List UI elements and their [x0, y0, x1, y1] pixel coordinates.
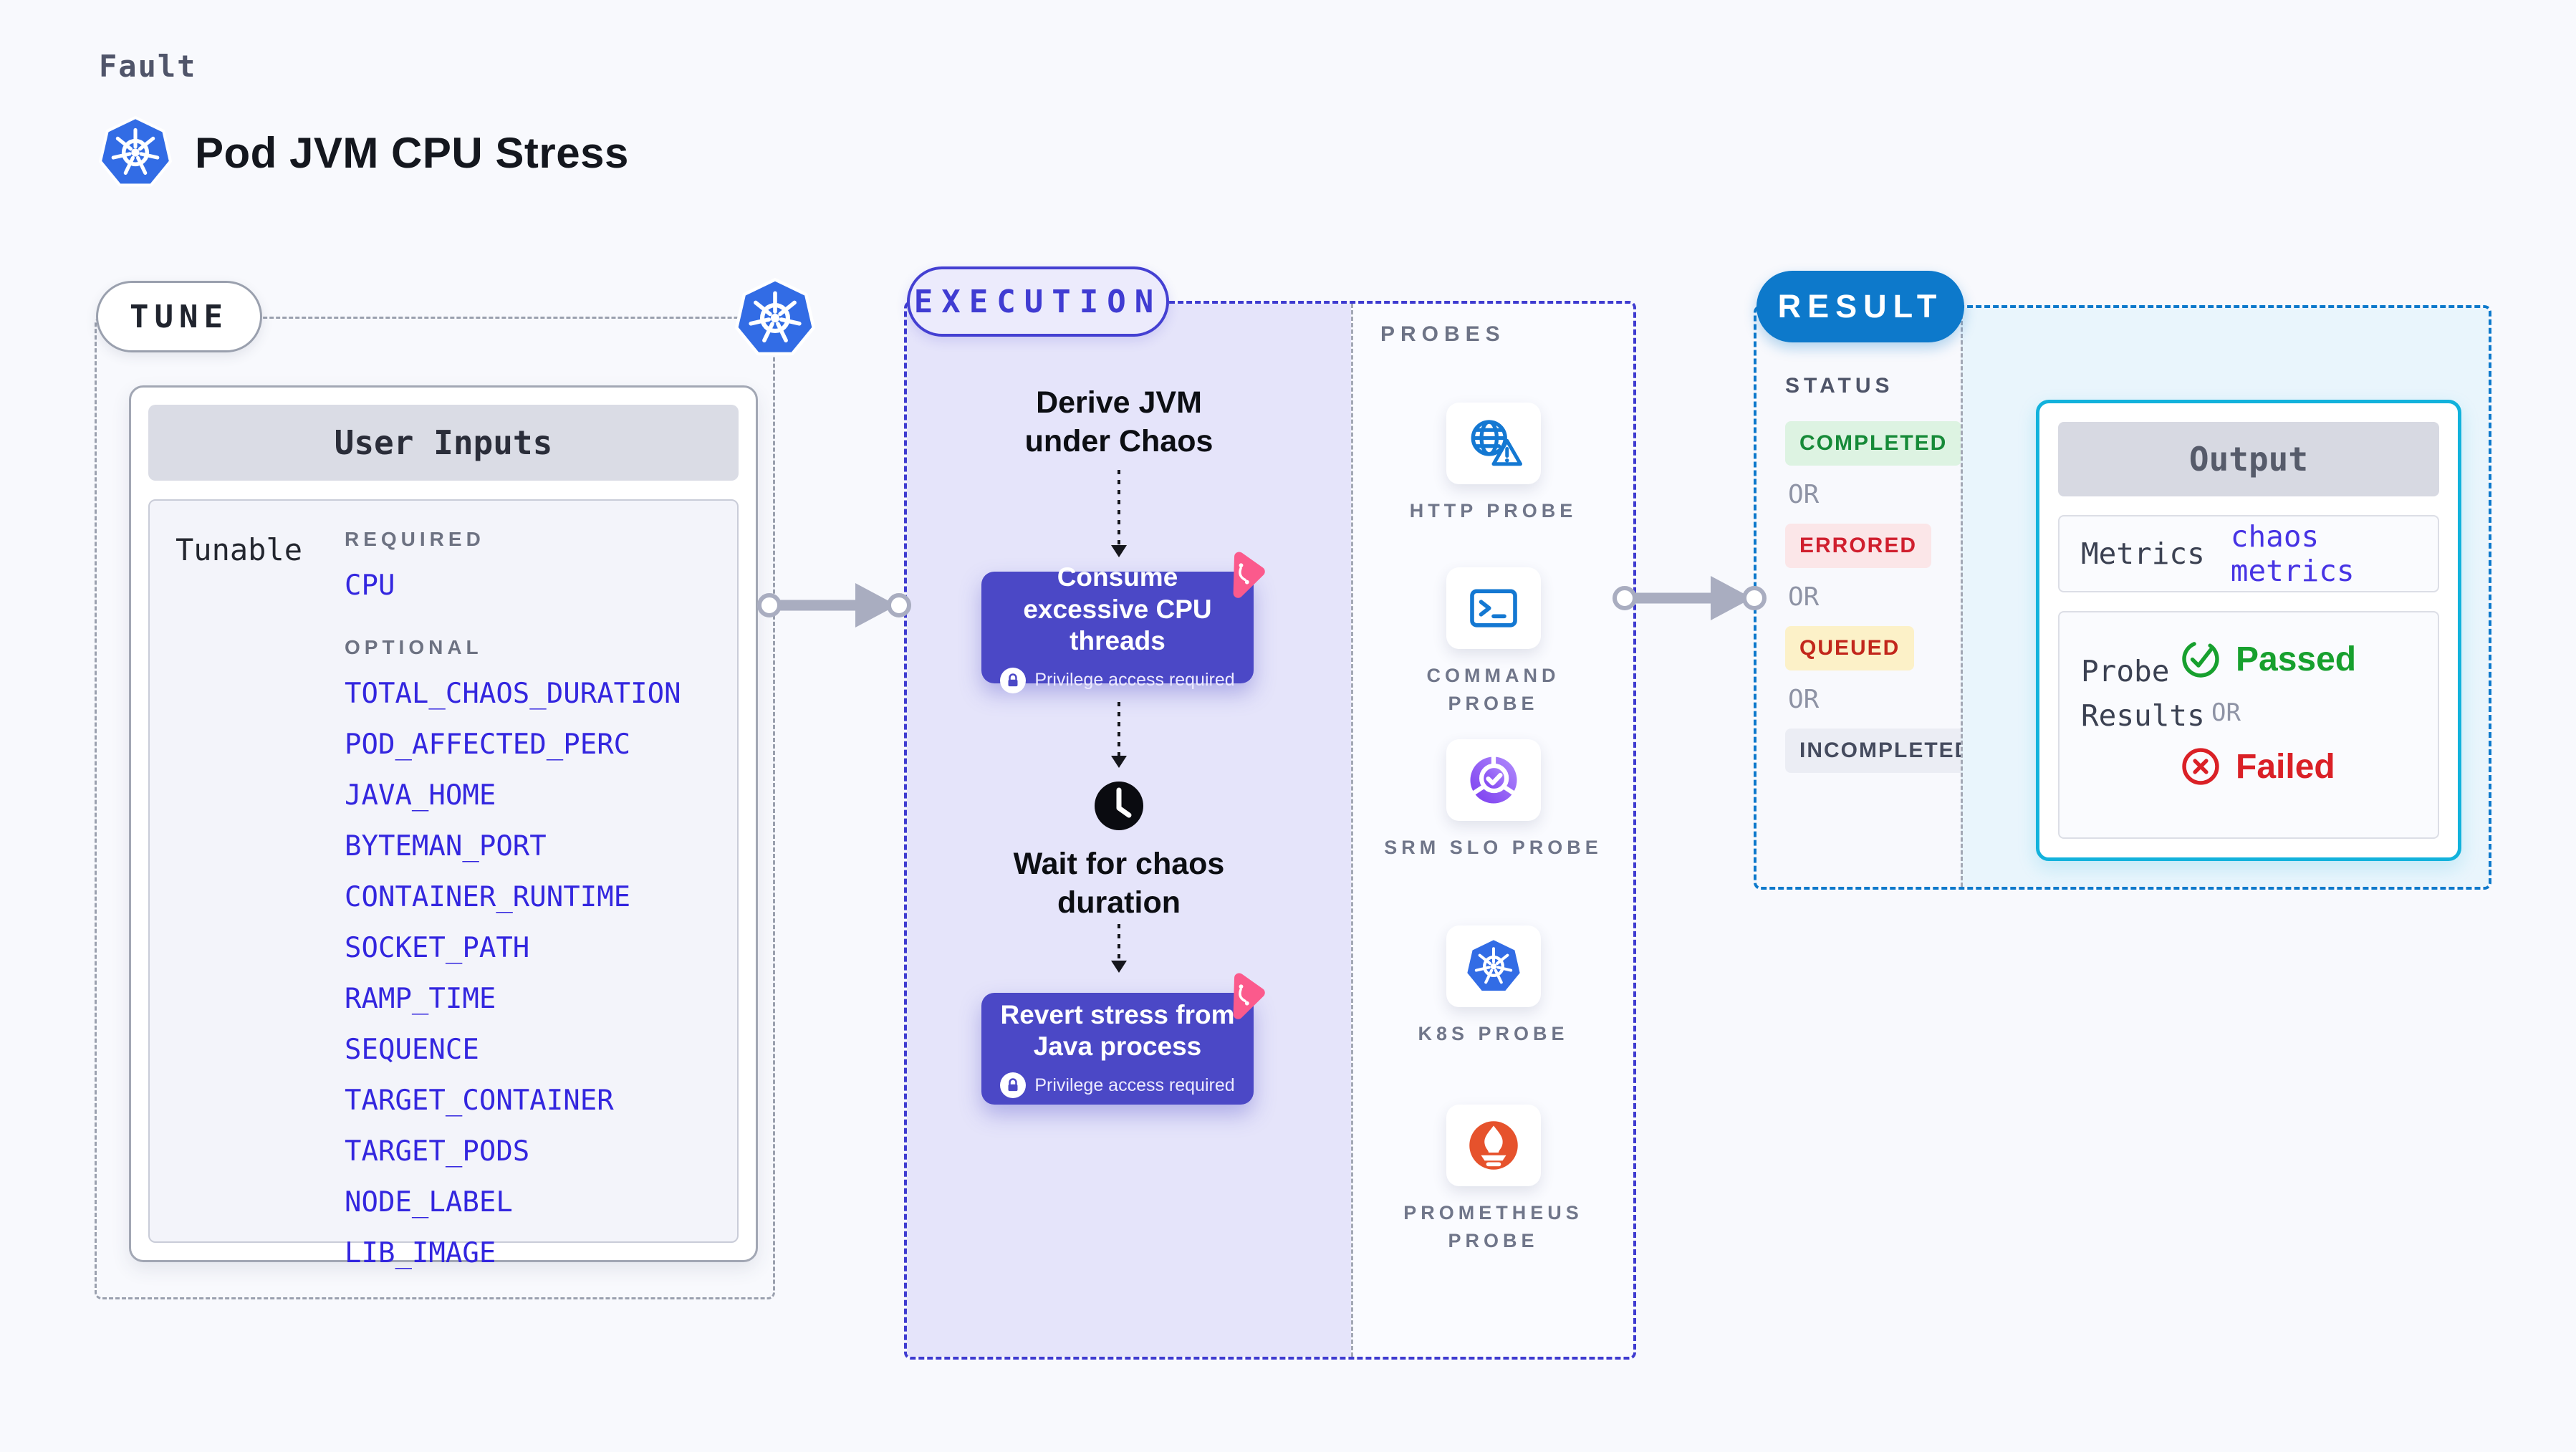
probe-label: HTTP PROBE — [1409, 500, 1577, 521]
clock-icon — [1095, 782, 1143, 830]
probe-srm-slo: SRM SLO PROBE — [1353, 739, 1633, 862]
env-var-item[interactable]: CONTAINER_RUNTIME — [345, 881, 631, 913]
flow-connector — [1118, 924, 1120, 968]
result-label-pill: RESULT — [1756, 271, 1964, 342]
lock-icon — [1000, 1072, 1027, 1099]
privilege-text: Privilege access required — [1034, 670, 1235, 691]
step-title: Revert stress from Java process — [1000, 999, 1235, 1061]
env-var-item[interactable]: LIB_IMAGE — [345, 1237, 496, 1269]
passed-row: Passed — [2180, 638, 2356, 680]
k8s-probe-icon — [1446, 925, 1541, 1007]
probe-prometheus: PROMETHEUS PROBE — [1353, 1105, 1633, 1255]
execution-section: Derive JVM under Chaos Consume excessive… — [904, 301, 1636, 1360]
status-title: STATUS — [1785, 374, 1894, 398]
lock-icon — [1000, 667, 1027, 693]
env-var-item[interactable]: NODE_LABEL — [345, 1186, 513, 1218]
privilege-badge: Privilege access required — [1000, 1072, 1235, 1099]
metrics-label: Metrics — [2081, 537, 2205, 571]
flow-connector — [1118, 702, 1120, 764]
probe-http: HTTP PROBE — [1353, 403, 1633, 525]
page-title: Pod JVM CPU Stress — [195, 128, 629, 177]
env-var-item[interactable]: RAMP_TIME — [345, 983, 496, 1015]
execution-flow-area: Derive JVM under Chaos Consume excessive… — [907, 304, 1351, 1357]
env-var-item[interactable]: BYTEMAN_PORT — [345, 830, 547, 862]
privilege-badge: Privilege access required — [1000, 667, 1235, 693]
env-var-item[interactable]: SEQUENCE — [345, 1034, 479, 1066]
env-var-item[interactable]: SOCKET_PATH — [345, 932, 530, 964]
srm-slo-probe-icon — [1446, 739, 1541, 821]
status-badge-queued: QUEUED — [1785, 626, 1915, 670]
kubernetes-icon — [735, 277, 815, 360]
kubernetes-icon — [99, 115, 172, 191]
status-badge-completed: COMPLETED — [1785, 421, 1962, 466]
flow-arrow-icon — [757, 583, 911, 628]
env-var-item[interactable]: TARGET_PODS — [345, 1135, 530, 1168]
probe-label: K8S PROBE — [1418, 1023, 1569, 1044]
http-probe-icon — [1446, 403, 1541, 484]
result-output-area: Output Metrics chaos metrics Probe Resul… — [1961, 308, 2489, 887]
user-inputs-card: User Inputs Tunable REQUIRED CPU OPTIONA… — [129, 385, 758, 1269]
status-badge-incompleted: INCOMPLETED — [1785, 729, 1986, 773]
failed-row: Failed — [2180, 746, 2356, 787]
page-header: Pod JVM CPU Stress — [99, 115, 629, 191]
step-title: Consume excessive CPU threads — [1023, 562, 1212, 656]
x-circle-icon — [2182, 748, 2219, 785]
metrics-value-link[interactable]: chaos metrics — [2230, 519, 2355, 588]
step-derive-jvm: Derive JVM under Chaos — [1024, 385, 1213, 458]
or-label: OR — [1788, 582, 1820, 612]
env-var-item[interactable]: POD_AFFECTED_PERC — [345, 729, 631, 761]
or-label: OR — [1788, 685, 1820, 714]
output-card: Output Metrics chaos metrics Probe Resul… — [2036, 400, 2461, 861]
probe-results-label: Probe Results — [2081, 654, 2205, 733]
metrics-row: Metrics chaos metrics — [2058, 515, 2439, 592]
prometheus-probe-icon — [1446, 1105, 1541, 1186]
probe-label: PROMETHEUS PROBE — [1403, 1202, 1583, 1252]
env-var-item[interactable]: CPU — [345, 569, 395, 602]
env-var-item[interactable]: TOTAL_CHAOS_DURATION — [345, 678, 681, 710]
execution-label-pill: EXECUTION — [907, 266, 1169, 337]
probes-panel: PROBES — [1351, 304, 1633, 1357]
command-probe-icon — [1446, 567, 1541, 649]
status-column: STATUS COMPLETED OR ERRORED OR QUEUED OR… — [1756, 308, 1986, 887]
step-revert-stress: Revert stress from Java process Privileg… — [981, 993, 1254, 1105]
tune-section — [95, 317, 775, 1299]
litmus-chaos-icon — [1214, 548, 1269, 603]
probe-label: COMMAND PROBE — [1426, 665, 1560, 715]
tunable-panel: Tunable REQUIRED CPU OPTIONAL TOTAL_CHAO… — [148, 499, 739, 1269]
or-label: OR — [2211, 698, 2241, 727]
tune-label-pill: TUNE — [96, 281, 262, 352]
env-var-item[interactable]: JAVA_HOME — [345, 779, 496, 812]
step-consume-cpu: Consume excessive CPU threads Privilege … — [981, 572, 1254, 693]
env-var-item[interactable]: TARGET_CONTAINER — [345, 1085, 614, 1117]
passed-label: Passed — [2236, 640, 2357, 678]
privilege-text: Privilege access required — [1034, 1074, 1235, 1095]
failed-label: Failed — [2236, 747, 2335, 786]
check-circle-icon — [2182, 640, 2219, 678]
probe-k8s: K8S PROBE — [1353, 925, 1633, 1048]
result-section: STATUS COMPLETED OR ERRORED OR QUEUED OR… — [1754, 305, 2491, 890]
status-badge-errored: ERRORED — [1785, 524, 1932, 568]
fault-kicker: Fault — [99, 49, 197, 84]
output-title: Output — [2058, 422, 2439, 496]
required-section-label: REQUIRED — [345, 528, 485, 550]
probe-command: COMMAND PROBE — [1353, 567, 1633, 718]
probes-title: PROBES — [1380, 322, 1506, 346]
flow-arrow-icon — [1613, 576, 1767, 620]
flow-connector — [1118, 470, 1120, 553]
step-wait-duration: Wait for chaos duration — [1013, 847, 1225, 920]
user-inputs-title: User Inputs — [148, 405, 739, 481]
tunable-label: Tunable — [176, 532, 303, 567]
inputs-list: REQUIRED CPU OPTIONAL TOTAL_CHAOS_DURATI… — [345, 528, 723, 1288]
litmus-chaos-icon — [1214, 969, 1269, 1024]
probe-label: SRM SLO PROBE — [1384, 837, 1602, 858]
or-label: OR — [1788, 480, 1820, 509]
optional-section-label: OPTIONAL — [345, 636, 483, 658]
probe-results-row: Probe Results Passed OR — [2058, 611, 2439, 839]
